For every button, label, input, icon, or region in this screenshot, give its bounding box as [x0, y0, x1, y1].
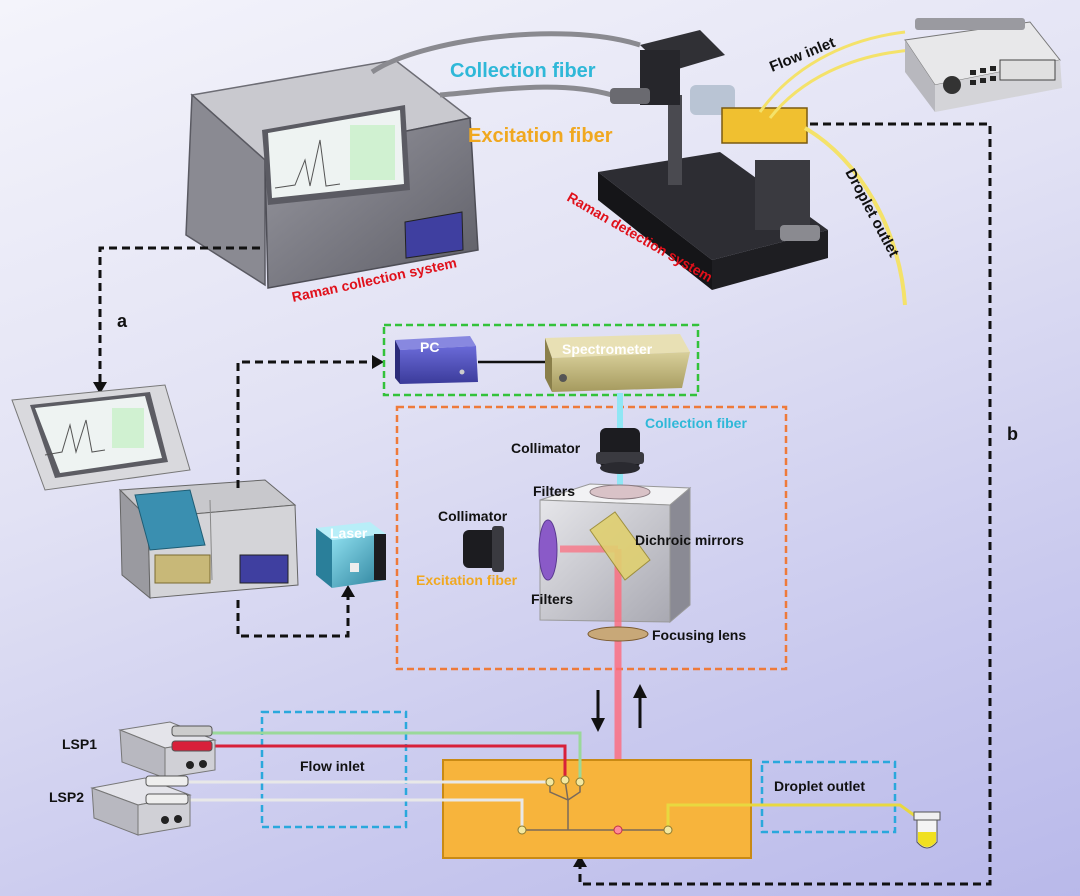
chip-ports — [517, 775, 673, 835]
lsp2-pump — [90, 775, 192, 836]
syringe-pump — [904, 18, 1062, 112]
filters-top-label: Filters — [533, 483, 575, 499]
spectrometer-box — [545, 334, 690, 392]
flow-inlet-tube-2 — [768, 48, 913, 119]
collimator-left — [463, 526, 504, 572]
excitation-fiber-top-label: Excitation fiber — [468, 125, 613, 147]
orange-dashed-box — [395, 405, 788, 671]
microfluidic-chip — [442, 759, 752, 859]
fiber-cable-1 — [370, 31, 641, 75]
collimator-top — [596, 428, 644, 474]
raman-detection-stage — [598, 30, 828, 290]
path-a-label: a — [117, 311, 128, 331]
tube-red — [212, 744, 567, 780]
fiber-cable-2 — [439, 84, 613, 98]
flow-inlet-tube — [758, 30, 906, 113]
path-b-arrow — [573, 855, 587, 867]
up-arrow — [633, 684, 647, 728]
path-to-pc-arrow — [372, 355, 384, 369]
collection-vial — [913, 811, 941, 849]
droplet-outlet-tube — [803, 126, 907, 306]
spectrometer-label: Spectrometer — [562, 341, 653, 357]
tube-green — [212, 731, 582, 782]
droplet-outlet-top-label: Droplet outlet — [841, 166, 902, 260]
pc-label: PC — [420, 339, 439, 355]
path-a-arrow — [93, 382, 107, 394]
lsp1-pump — [118, 721, 217, 779]
filter-top — [589, 484, 651, 500]
down-arrow — [591, 690, 605, 732]
flow-inlet-label: Flow inlet — [300, 758, 365, 774]
filters-bottom-label: Filters — [531, 591, 573, 607]
path-to-pc-dashed — [236, 360, 375, 488]
excitation-fiber-label: Excitation fiber — [416, 572, 518, 588]
path-to-laser-dashed — [236, 595, 350, 638]
lsp2-label: LSP2 — [49, 789, 84, 805]
laser-label: Laser — [330, 525, 368, 541]
dichroic-mirrors-label: Dichroic mirrors — [635, 532, 744, 548]
path-to-laser-arrow — [341, 585, 355, 597]
raman-collection-device — [185, 59, 479, 289]
path-b-dashed — [578, 122, 992, 886]
flow-inlet-box — [260, 710, 408, 829]
pc-box — [395, 336, 478, 384]
path-a-dashed — [98, 246, 260, 385]
tube-white-2 — [188, 798, 524, 830]
focusing-lens — [587, 626, 649, 642]
open-instrument-housing — [118, 479, 299, 600]
lsp1-label: LSP1 — [62, 736, 97, 752]
collimator-left-label: Collimator — [438, 508, 508, 524]
collection-device-small — [11, 384, 191, 491]
tube-outlet — [666, 803, 919, 830]
path-b-label: b — [1007, 424, 1018, 444]
droplet-outlet-box — [760, 760, 897, 834]
filter-left — [538, 519, 558, 581]
droplet-outlet-label: Droplet outlet — [774, 778, 865, 794]
beamsplitter-cube — [539, 483, 692, 624]
laser-box — [316, 522, 386, 588]
focusing-lens-label: Focusing lens — [652, 627, 746, 643]
dichroic-mirror — [589, 511, 651, 581]
green-dashed-box — [382, 323, 700, 397]
collimator-top-label: Collimator — [511, 440, 581, 456]
collection-fiber-top-label: Collection fiber — [450, 60, 596, 82]
collection-fiber-label: Collection fiber — [645, 415, 747, 431]
